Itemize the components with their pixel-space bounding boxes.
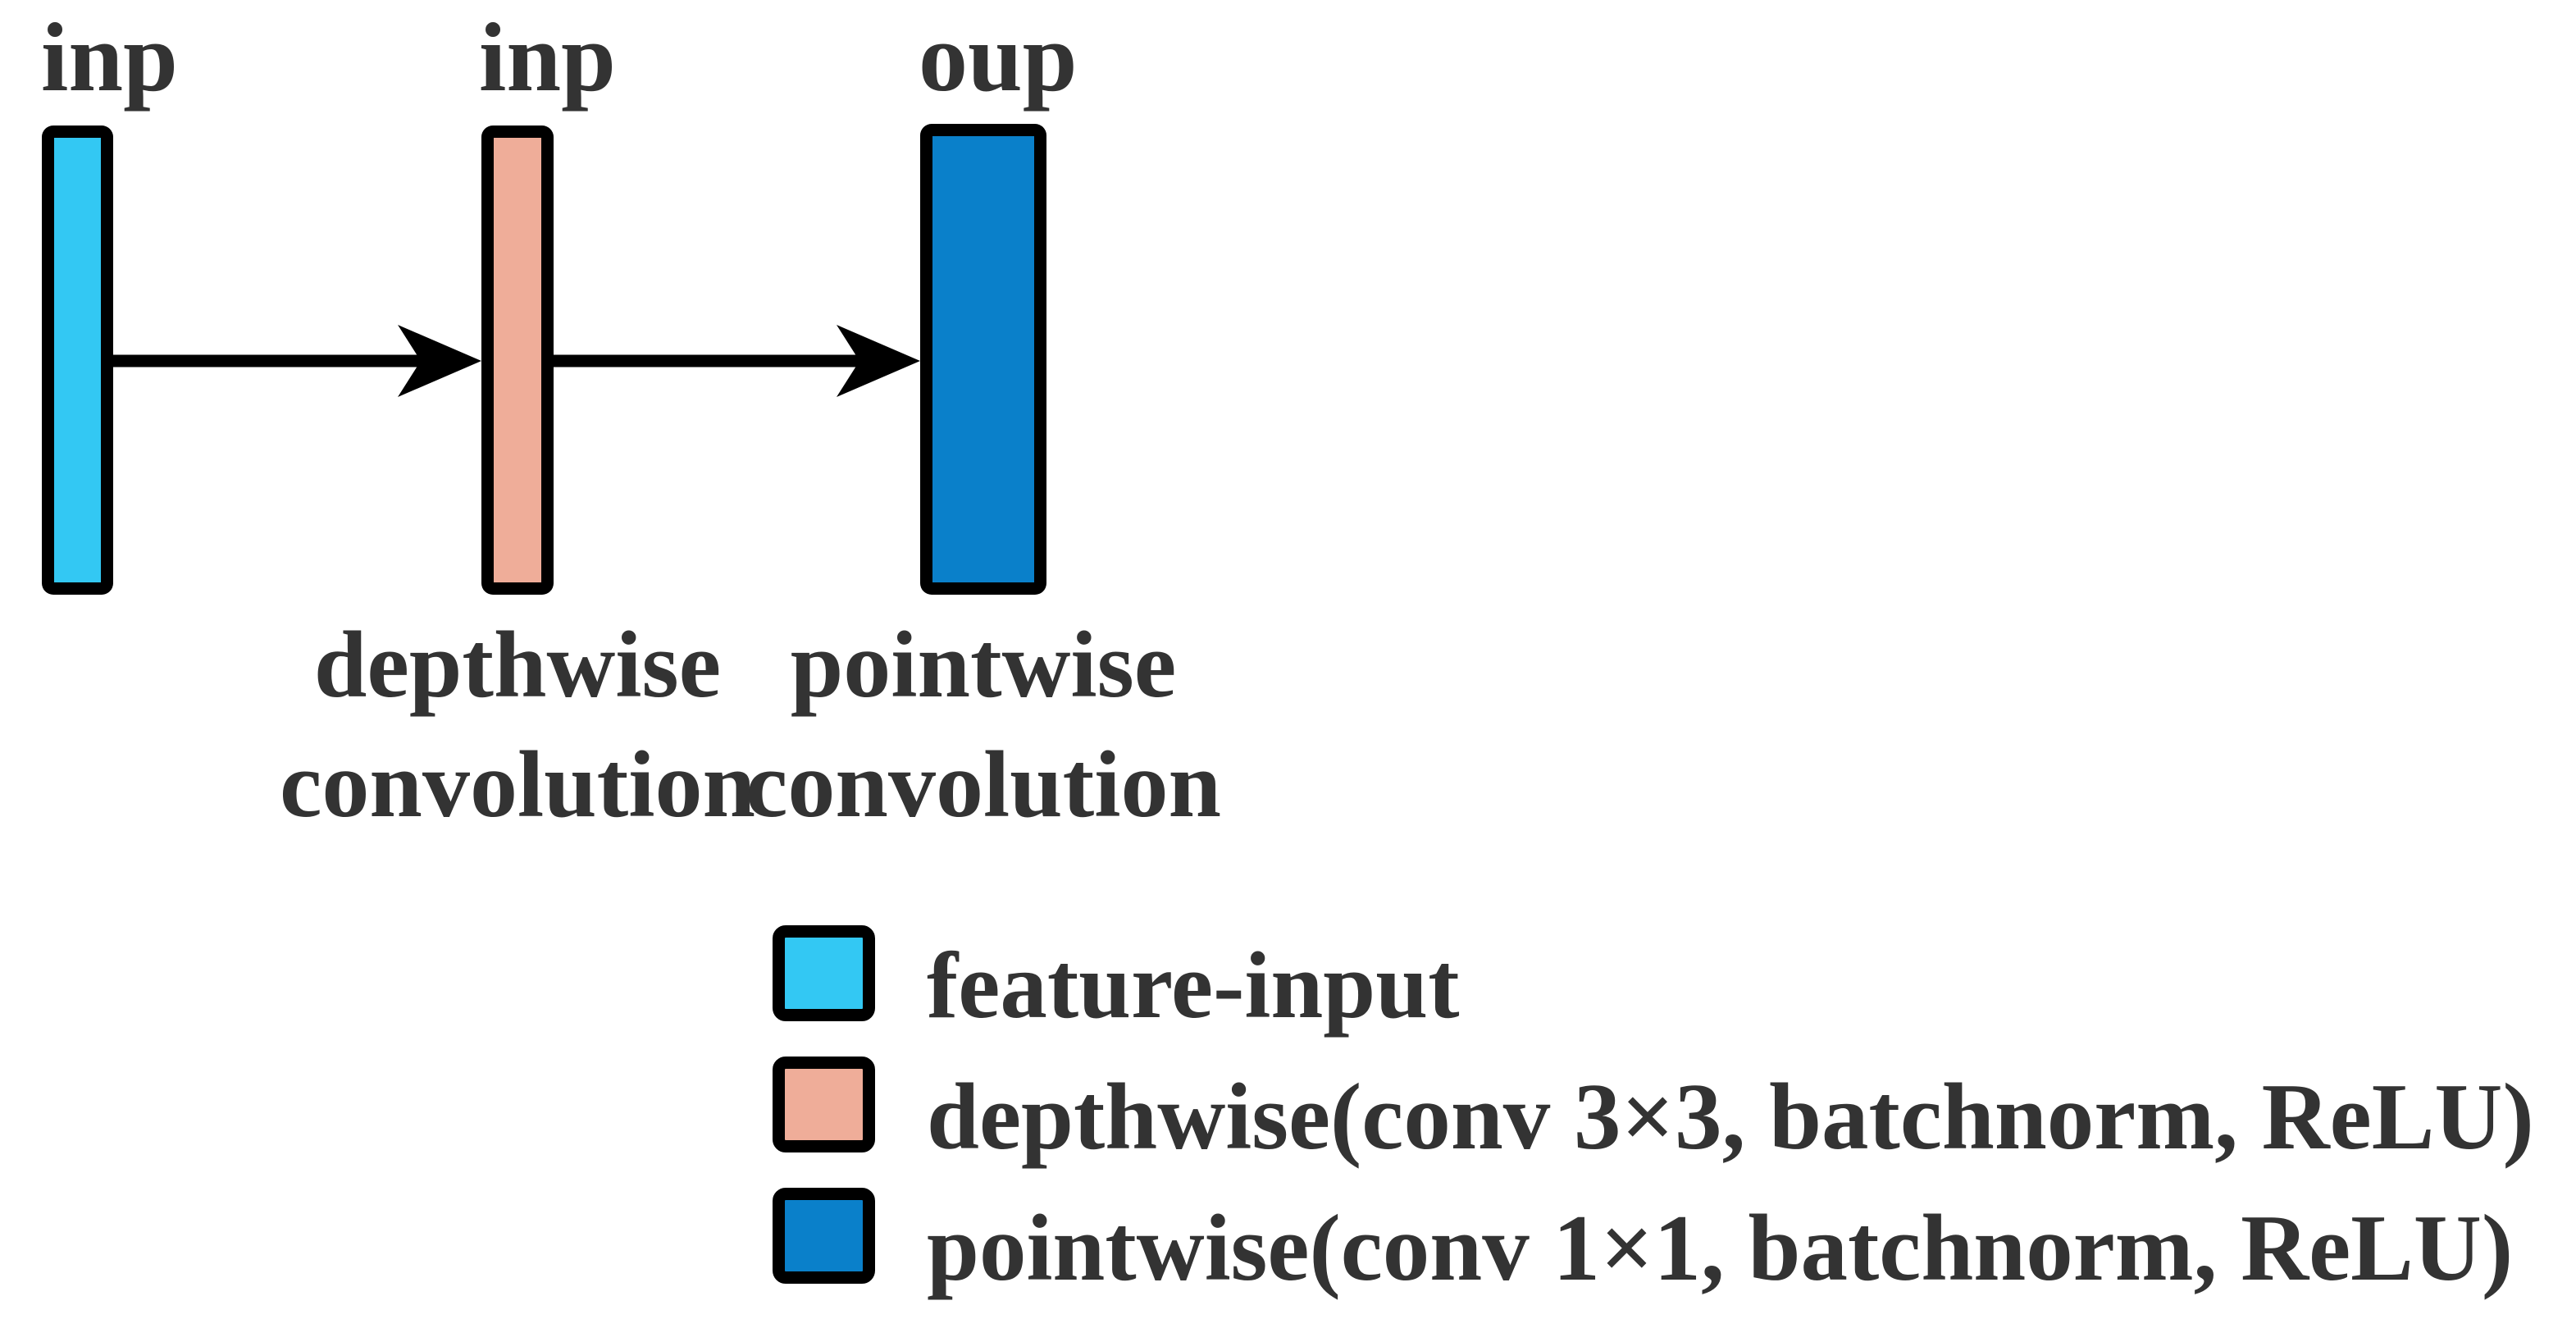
- arrow-input-to-depthwise-icon: [113, 325, 481, 397]
- depthwise-caption: depthwise convolution: [230, 605, 805, 845]
- pointwise-caption-line2: convolution: [745, 733, 1222, 837]
- legend-label-depthwise: depthwise(conv 3×3, batchnorm, ReLU): [927, 1065, 2534, 1169]
- pointwise-swatch-icon: [773, 1188, 875, 1284]
- depthwise-top-label: inp: [479, 2, 616, 112]
- depthwise-swatch-icon: [773, 1057, 875, 1152]
- feature-input-bar: [42, 126, 113, 595]
- feature-input-swatch-icon: [773, 925, 875, 1021]
- depthwise-caption-line2: convolution: [279, 733, 756, 837]
- pointwise-caption: pointwise convolution: [696, 605, 1270, 845]
- legend-label-pointwise: pointwise(conv 1×1, batchnorm, ReLU): [927, 1196, 2514, 1300]
- depthwise-caption-line1: depthwise: [313, 613, 722, 718]
- pointwise-top-label: oup: [919, 2, 1078, 112]
- depthwise-convolution-bar: [481, 126, 554, 595]
- legend-label-feature-input: feature-input: [927, 933, 1460, 1038]
- arrow-depthwise-to-pointwise-icon: [554, 325, 920, 397]
- pointwise-caption-line1: pointwise: [790, 613, 1177, 718]
- feature-input-top-label: inp: [41, 2, 178, 112]
- pointwise-convolution-bar: [920, 124, 1046, 595]
